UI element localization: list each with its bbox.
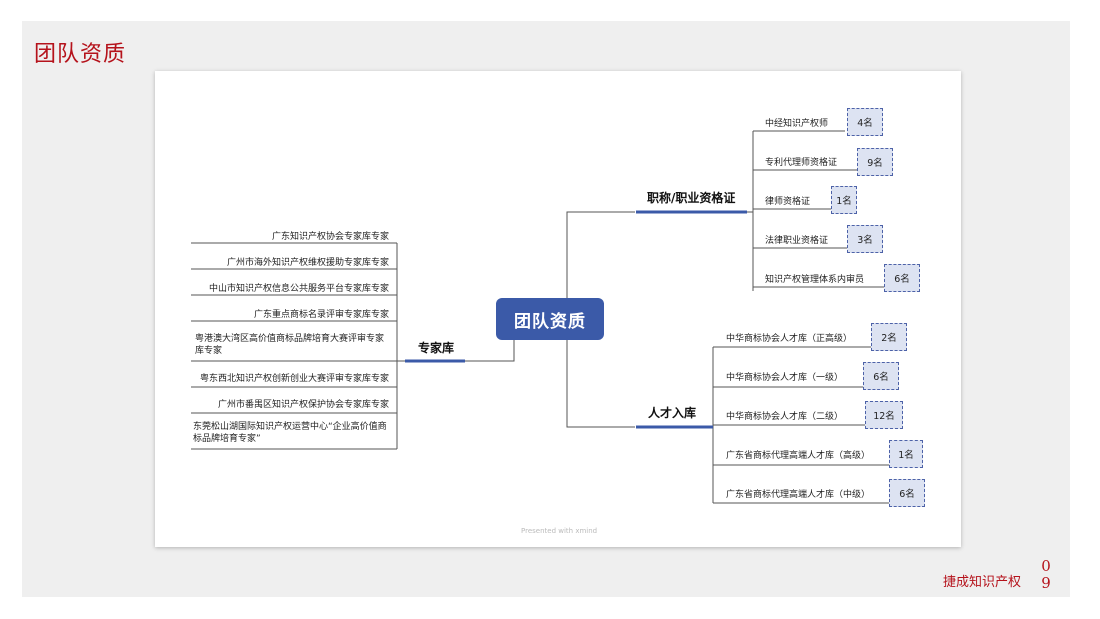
talent-count-badge: 6名 [863,362,899,390]
credential-count-badge: 4名 [847,108,883,136]
expert-item-label: 粤港澳大湾区高价值商标品牌培育大赛评审专家库专家 [195,334,385,356]
talent-count-badge: 2名 [871,323,907,351]
expert-item-label: 中山市知识产权信息公共服务平台专家库专家 [208,284,389,294]
mindmap-connectors [191,130,889,504]
credential-count-badge: 9名 [857,148,893,176]
talent-count-badge: 6名 [889,479,925,507]
expert-item-label: 广东重点商标名录评审专家库专家 [253,310,389,320]
talent-item-label: 中华商标协会人才库（一级） [726,373,844,383]
branch-credentials[interactable]: 职称/职业资格证 [647,191,736,205]
credential-count-badge: 1名 [831,186,857,214]
talent-count-badge: 12名 [865,401,903,429]
branch-talent[interactable]: 人才入库 [648,406,697,420]
branch-experts[interactable]: 专家库 [418,341,455,355]
connector-experts [465,340,515,362]
connector-experts-fan [396,243,405,449]
connector-credentials [566,211,635,298]
talent-item-label: 中华商标协会人才库（二级） [726,412,844,422]
credential-item-label: 知识产权管理体系内审员 [765,275,865,285]
talent-item-label: 广东省商标代理高端人才库（高级） [726,451,871,461]
connector-credentials-items [753,130,885,288]
xmind-watermark: Presented with xmind [521,527,598,535]
expert-item-label: 粤东西北知识产权创新创业大赛评审专家库专家 [199,374,389,384]
expert-item-label: 广州市海外知识产权维权援助专家库专家 [226,258,389,268]
credential-item-label: 律师资格证 [765,197,811,207]
talent-item-label: 广东省商标代理高端人才库（中级） [726,490,871,500]
mindmap-card: 团队资质 职称/职业资格证 人才入库 专家库 中经知识产权师 4名 专利代理师资… [155,71,961,547]
page-number: 0 9 [1040,558,1052,592]
connector-credentials-fan [747,131,754,291]
talent-item-label: 中华商标协会人才库（正高级） [726,334,853,344]
expert-item-label: 东莞松山湖国际知识产权运营中心“企业高价值商标品牌培育专家” [193,422,387,444]
expert-item-label: 广东知识产权协会专家库专家 [271,232,389,242]
central-topic[interactable]: 团队资质 [496,298,604,340]
credential-item-label: 专利代理师资格证 [765,158,838,168]
page-number-digit: 9 [1041,574,1051,592]
connector-experts-items [191,242,397,450]
credential-item-label: 中经知识产权师 [765,119,829,129]
page-title: 团队资质 [34,42,127,67]
credential-item-label: 法律职业资格证 [765,236,829,246]
page-number-digit: 0 [1041,557,1051,575]
credential-count-badge: 6名 [884,264,920,292]
connector-talent [566,340,635,428]
credential-count-badge: 3名 [847,225,883,253]
brand-name: 捷成知识产权 [943,575,1022,590]
expert-item-label: 广州市番禺区知识产权保护协会专家库专家 [217,400,389,410]
talent-count-badge: 1名 [889,440,923,468]
connector-talent-items [713,346,889,504]
